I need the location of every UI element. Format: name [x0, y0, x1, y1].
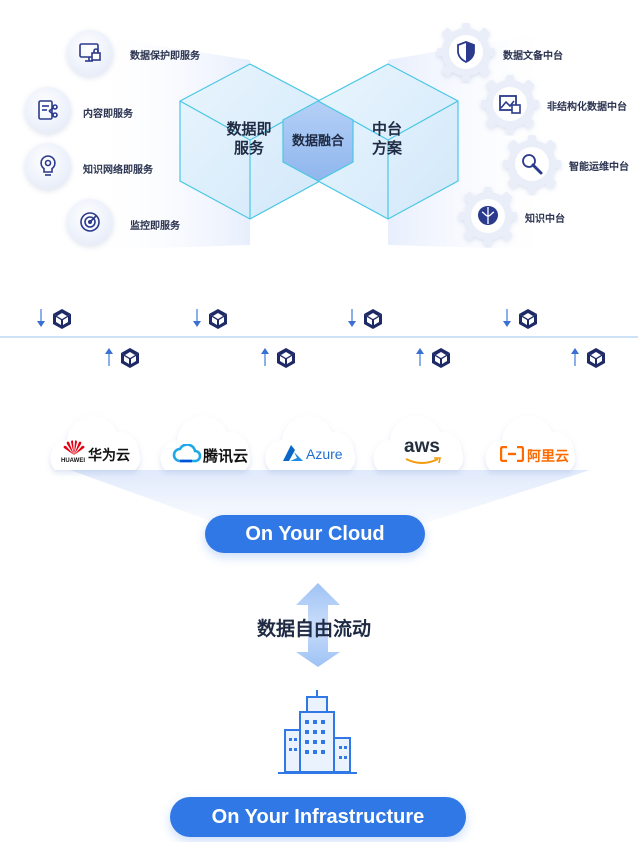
monitor-lock-icon	[67, 30, 113, 76]
huawei-logo-icon	[63, 440, 85, 455]
up-flow-1	[105, 348, 139, 368]
tencent-cloud-logo-icon	[172, 444, 202, 463]
service-label-content: 内容即服务	[83, 109, 133, 120]
down-flow-2	[193, 309, 227, 329]
data-fusion-label: 数据融合	[291, 133, 344, 148]
cloud-shapes	[50, 415, 576, 470]
brain-gear-icon	[456, 184, 520, 248]
aws-smile-icon	[405, 457, 441, 464]
right-hexagon	[317, 63, 459, 220]
down-flow-3	[348, 309, 382, 329]
shield-gear-icon	[434, 20, 498, 84]
on-your-infrastructure-badge: On Your Infrastructure	[170, 797, 466, 837]
huawei-cloud-name: 华为云	[88, 447, 130, 463]
up-flow-4	[571, 348, 605, 368]
down-flow-1	[37, 309, 71, 329]
merge-region	[282, 100, 354, 182]
down-flow-4	[503, 309, 537, 329]
city-buildings-icon	[278, 690, 357, 774]
image-file-gear-icon	[478, 72, 542, 136]
platform-solution-label: 中台 方案	[371, 121, 402, 157]
aliyun-logo-icon	[500, 446, 524, 462]
lightbulb-gear-icon	[25, 143, 71, 189]
up-flow-2	[261, 348, 295, 368]
data-flow-label: 数据自由流动	[257, 619, 372, 640]
document-share-icon	[25, 87, 71, 133]
platform-label-aiops: 智能运维中台	[569, 162, 629, 173]
service-label-monitoring: 监控即服务	[130, 221, 180, 232]
huawei-sub-label: HUAWEI	[61, 458, 85, 464]
wrench-gear-icon	[500, 132, 564, 196]
azure-logo-icon	[283, 445, 303, 461]
platform-label-unstructured: 非结构化数据中台	[547, 102, 627, 113]
data-as-service-label: 数据即 方案 服务	[226, 121, 272, 157]
aliyun-cloud-name: 阿里云	[527, 448, 569, 464]
service-label-knowledge-network: 知识网络即服务	[83, 165, 153, 176]
double-arrow-icon	[296, 583, 340, 667]
tencent-cloud-name: 腾讯云	[203, 448, 249, 465]
azure-cloud-name: Azure	[306, 446, 343, 462]
service-label-data-protection: 数据保护即服务	[130, 51, 200, 62]
radar-monitor-icon	[67, 199, 113, 245]
aws-cloud-name: aws	[404, 436, 440, 457]
on-your-cloud-badge: On Your Cloud	[205, 515, 425, 553]
up-flow-3	[416, 348, 450, 368]
platform-label-knowledge: 知识中台	[525, 214, 565, 225]
platform-label-backup: 数据文备中台	[503, 51, 563, 62]
